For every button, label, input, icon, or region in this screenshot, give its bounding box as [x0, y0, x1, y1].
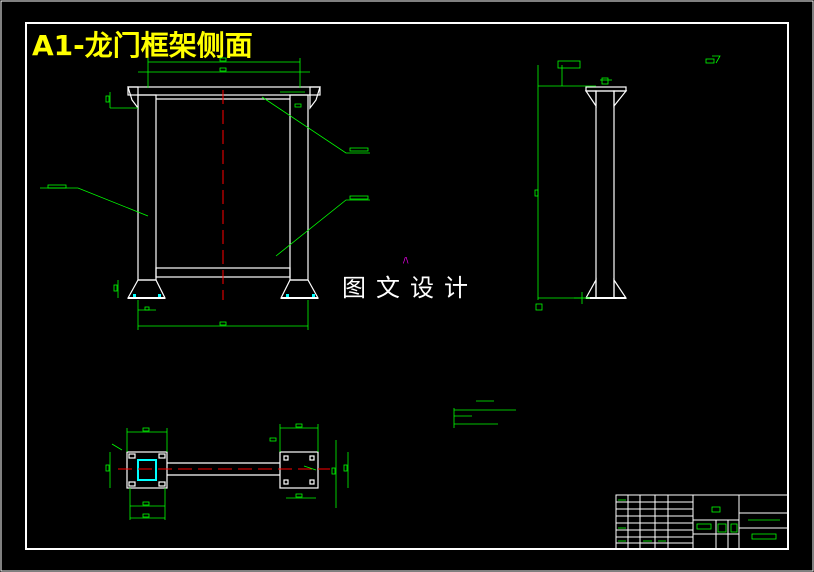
top-right-base [279, 451, 319, 489]
side-top-right-gusset [613, 90, 628, 108]
top-dimensions [105, 423, 349, 520]
top-section-fill [137, 459, 157, 481]
title-block-marks [618, 499, 780, 542]
front-right-column [289, 94, 309, 281]
top-left-inner [137, 459, 157, 481]
watermark: 图文设计 [342, 274, 478, 302]
center-marker: /\ [403, 256, 409, 265]
side-bottom-right-gusset [613, 278, 628, 299]
title-block [615, 494, 789, 550]
front-top-beam [127, 86, 321, 96]
front-dimensions [40, 57, 370, 330]
side-top-left-gusset [584, 90, 597, 108]
side-dimensions [534, 55, 721, 311]
side-bottom-left-gusset [584, 277, 597, 299]
drawing-title: A1-龙门框架侧面 [32, 29, 253, 62]
front-top-left-gusset [127, 86, 139, 110]
side-view [584, 86, 628, 299]
front-foot-markers [133, 294, 315, 297]
tech-notes [453, 400, 516, 428]
front-view [126, 86, 321, 299]
top-left-base [126, 451, 168, 489]
front-left-column [137, 94, 157, 281]
drawing-frame [25, 22, 789, 550]
side-column [595, 90, 615, 299]
front-top-right-gusset [309, 86, 321, 110]
